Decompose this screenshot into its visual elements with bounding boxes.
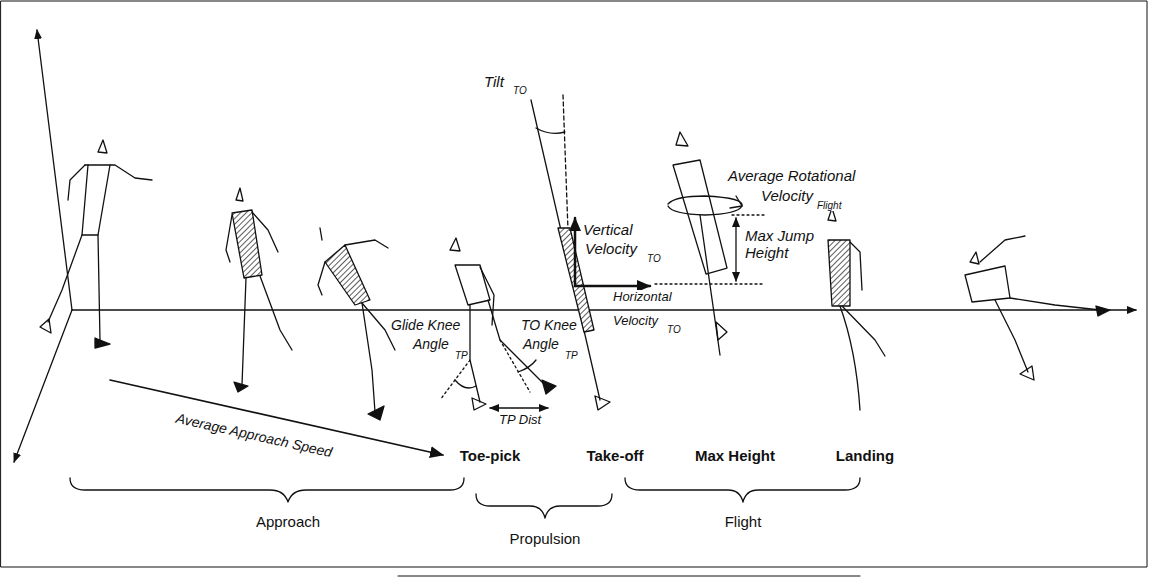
knee-angle-label: Angle [412, 337, 450, 352]
subscript: TO [646, 253, 662, 264]
phase-event: Take-off [585, 448, 644, 465]
phase-event: Landing [835, 448, 895, 465]
phase-name: Approach [255, 514, 321, 531]
speed-label: Average Approach Speed [173, 411, 334, 461]
rotation-label: Average Rotational [727, 168, 856, 185]
subscript: TO [512, 85, 528, 96]
knee-angle-label: Angle [522, 337, 560, 352]
velocity-label: Velocity [584, 241, 638, 258]
knee-angle-label: TO Knee [520, 318, 578, 333]
phase-event: Toe-pick [459, 448, 522, 465]
velocity-label: Velocity [612, 314, 659, 328]
knee-angle-label: Glide Knee [390, 318, 461, 333]
height-label: Max Jump Height [744, 228, 820, 261]
tilt-label: Tilt [483, 74, 505, 91]
velocity-label: Horizontal [612, 290, 673, 304]
velocity-label: Vertical [582, 222, 633, 239]
phase-name: Flight [724, 514, 763, 531]
velocity-label: Velocity [760, 188, 814, 205]
distance-label: TP Dist [498, 413, 542, 427]
subscript: Flight [816, 200, 842, 211]
subscript: TP [564, 350, 579, 361]
subscript: TP [454, 350, 469, 361]
phase-event: Max Height [694, 448, 776, 465]
subscript: TO [666, 324, 682, 335]
phase-name: Propulsion [509, 531, 582, 548]
